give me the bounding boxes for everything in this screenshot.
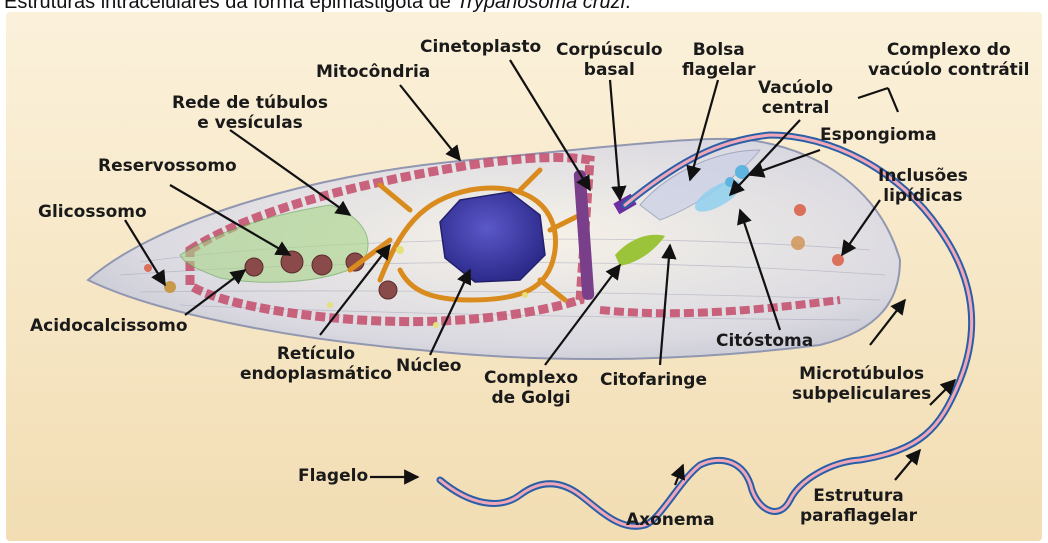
label-citofaringe: Citofaringe — [600, 370, 707, 390]
label-complexo-vacuolo-line1: Complexo do — [868, 40, 1029, 60]
label-reservossomo: Reservossomo — [98, 156, 237, 176]
label-inclusoes-lipidicas: Inclusões lipídicas — [878, 166, 968, 206]
label-bolsa-flagelar: Bolsa flagelar — [682, 40, 755, 80]
label-reticulo: Retículo endoplasmático — [240, 344, 392, 384]
label-reticulo-line1: Retículo — [240, 344, 392, 364]
label-reticulo-line2: endoplasmático — [240, 364, 392, 384]
label-vacuolo-central-line2: central — [758, 98, 833, 118]
label-complexo-golgi-line1: Complexo — [484, 368, 578, 388]
label-microtubulos-line1: Microtúbulos — [792, 364, 931, 384]
label-rede-tubulos-line1: Rede de túbulos — [172, 93, 328, 113]
label-corpusculo-basal-line2: basal — [556, 60, 663, 80]
label-bolsa-flagelar-line2: flagelar — [682, 60, 755, 80]
label-complexo-vacuolo: Complexo do vacúolo contrátil — [868, 40, 1029, 80]
label-inclusoes-line1: Inclusões — [878, 166, 968, 186]
label-complexo-golgi-line2: de Golgi — [484, 388, 578, 408]
complex-pointer-lines — [858, 88, 898, 112]
label-glicossomo: Glicossomo — [38, 202, 147, 222]
label-espongioma: Espongioma — [820, 125, 937, 145]
label-complexo-vacuolo-line2: vacúolo contrátil — [868, 60, 1029, 80]
label-complexo-golgi: Complexo de Golgi — [484, 368, 578, 408]
label-microtubulos: Microtúbulos subpeliculares — [792, 364, 931, 404]
label-bolsa-flagelar-line1: Bolsa — [682, 40, 755, 60]
label-vacuolo-central-line1: Vacúolo — [758, 78, 833, 98]
label-axonema: Axonema — [626, 510, 715, 530]
label-cinetoplasto: Cinetoplasto — [420, 37, 541, 57]
label-inclusoes-line2: lipídicas — [878, 186, 968, 206]
label-rede-tubulos-line2: e vesículas — [172, 113, 328, 133]
glycosome — [164, 281, 176, 293]
label-rede-tubulos: Rede de túbulos e vesículas — [172, 93, 328, 133]
label-mitocondria: Mitocôndria — [316, 62, 430, 82]
label-estrutura-paraflagelar: Estrutura paraflagelar — [800, 486, 917, 526]
label-estrutura-line2: paraflagelar — [800, 506, 917, 526]
label-estrutura-line1: Estrutura — [800, 486, 917, 506]
label-nucleo: Núcleo — [396, 356, 461, 376]
label-microtubulos-line2: subpeliculares — [792, 384, 931, 404]
label-flagelo: Flagelo — [298, 466, 368, 486]
label-corpusculo-basal: Corpúsculo basal — [556, 40, 663, 80]
label-acidocalcissomo: Acidocalcissomo — [30, 316, 188, 336]
label-corpusculo-basal-line1: Corpúsculo — [556, 40, 663, 60]
label-vacuolo-central: Vacúolo central — [758, 78, 833, 118]
label-citostoma: Citóstoma — [716, 331, 813, 351]
